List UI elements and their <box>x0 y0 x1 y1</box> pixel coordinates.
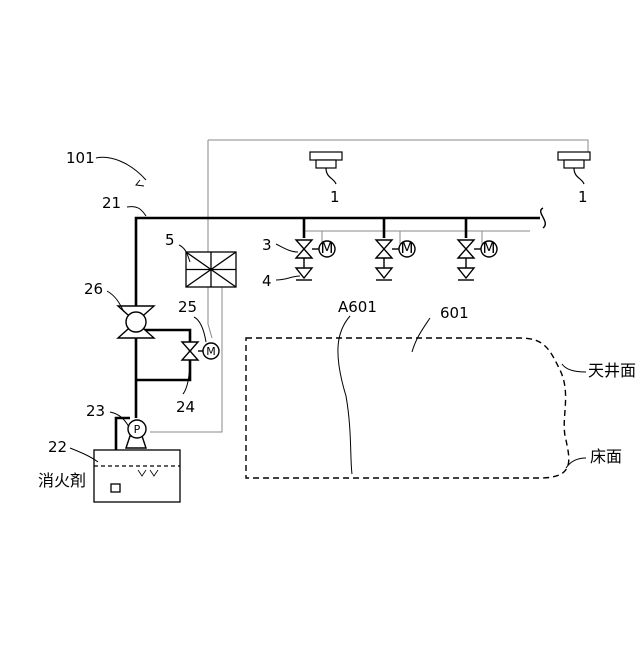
leader-A601 <box>338 316 352 474</box>
label-bypass-motor: 25 <box>178 298 197 316</box>
label-valve: 3 <box>262 236 272 254</box>
leader-3 <box>276 244 298 252</box>
label-ceiling: 天井面 <box>588 361 636 380</box>
motor-letter-1: M <box>321 239 334 257</box>
nozzle-icon <box>376 268 392 278</box>
leader-25 <box>194 317 206 342</box>
nozzle-icon <box>458 268 474 278</box>
label-pipe: 21 <box>102 194 121 212</box>
bypass-motor-letter: M <box>206 345 216 358</box>
leader-lines <box>70 157 586 474</box>
leader-601 <box>412 318 430 352</box>
detector-1 <box>310 152 342 184</box>
label-floor: 床面 <box>590 447 622 466</box>
main-pipe <box>136 218 540 418</box>
label-system: 101 <box>66 149 95 167</box>
pump-letter: P <box>134 423 141 436</box>
tank <box>94 450 180 502</box>
label-main-valve: 26 <box>84 280 103 298</box>
motor25-signal-line <box>208 287 212 338</box>
leader-ceiling <box>562 364 586 372</box>
label-detector-a: 1 <box>330 188 340 206</box>
label-area: A601 <box>338 298 377 316</box>
motor-letter-3: M <box>483 239 496 257</box>
detector-2 <box>558 152 590 184</box>
room-outline <box>246 338 569 478</box>
leader-101 <box>96 157 146 180</box>
control-box <box>186 252 236 287</box>
pipe-network <box>116 218 540 490</box>
leader-101-arrowhead <box>136 180 144 186</box>
pipe-break-mark <box>541 208 546 228</box>
label-pump: 23 <box>86 402 105 420</box>
label-agent: 消火剤 <box>38 471 86 490</box>
labels: 101 21 5 3 4 1 1 26 25 24 23 22 A601 601 <box>48 149 588 456</box>
leader-21 <box>127 207 146 216</box>
suction-strainer <box>111 484 120 492</box>
ceiling-signal-line <box>208 140 588 152</box>
label-nozzle: 4 <box>262 272 272 290</box>
label-bypass-valve: 24 <box>176 398 195 416</box>
leader-23 <box>110 412 129 427</box>
label-control-box: 5 <box>165 231 175 249</box>
label-room: 601 <box>440 304 469 322</box>
motor-letter-2: M <box>401 239 414 257</box>
label-detector-b: 1 <box>578 188 588 206</box>
label-tank: 22 <box>48 438 67 456</box>
